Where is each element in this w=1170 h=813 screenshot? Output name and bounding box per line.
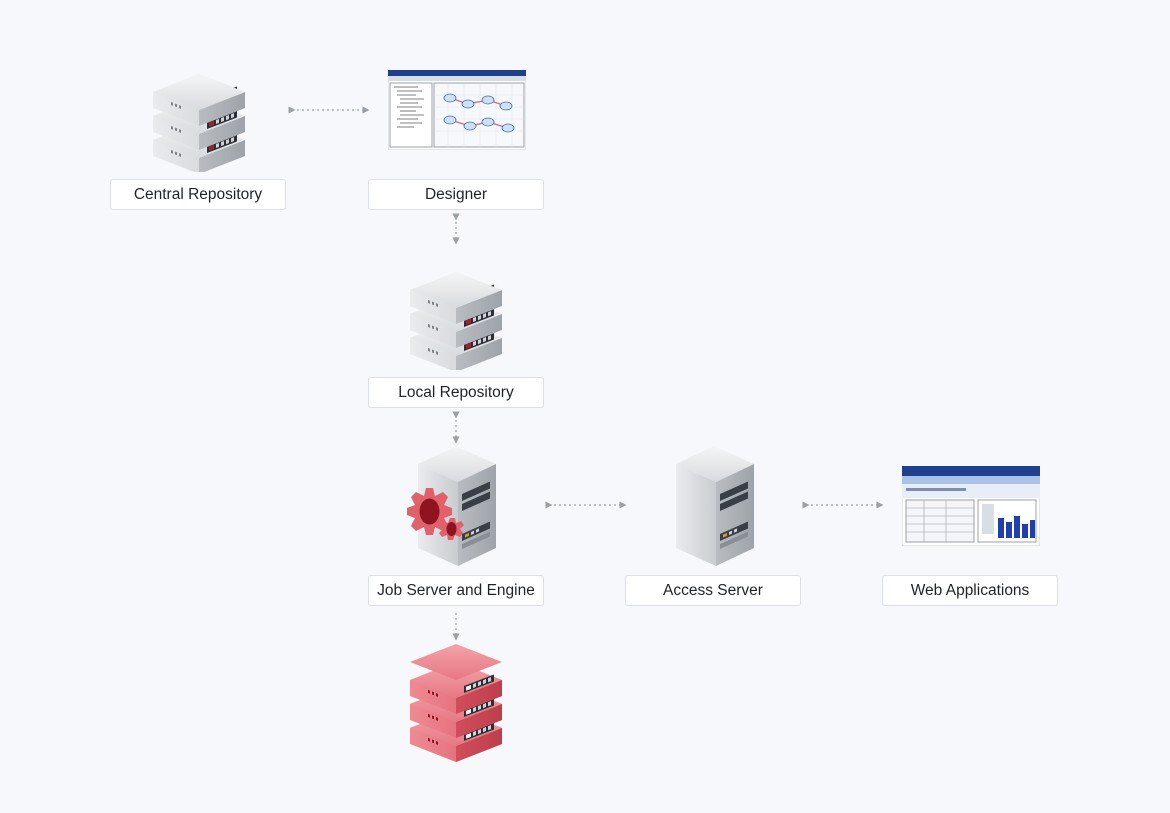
job-server-label: Job Server and Engine [368,575,544,606]
web-app-screenshot-icon [902,466,1040,546]
central-repository-label: Central Repository [110,179,286,210]
access-server-label: Access Server [625,575,801,606]
designer-label: Designer [368,179,544,210]
target-red-server-stack-icon [410,644,502,762]
designer-screenshot-icon [388,70,526,150]
central-repository-server-stack-icon [153,74,245,172]
web-applications-label: Web Applications [882,575,1058,606]
access-server-tower-icon [676,446,754,566]
gear-icon [407,488,464,540]
job-server-tower-with-gear-icon [407,446,496,566]
local-repository-label: Local Repository [368,377,544,408]
local-repository-server-stack-icon [410,272,502,370]
